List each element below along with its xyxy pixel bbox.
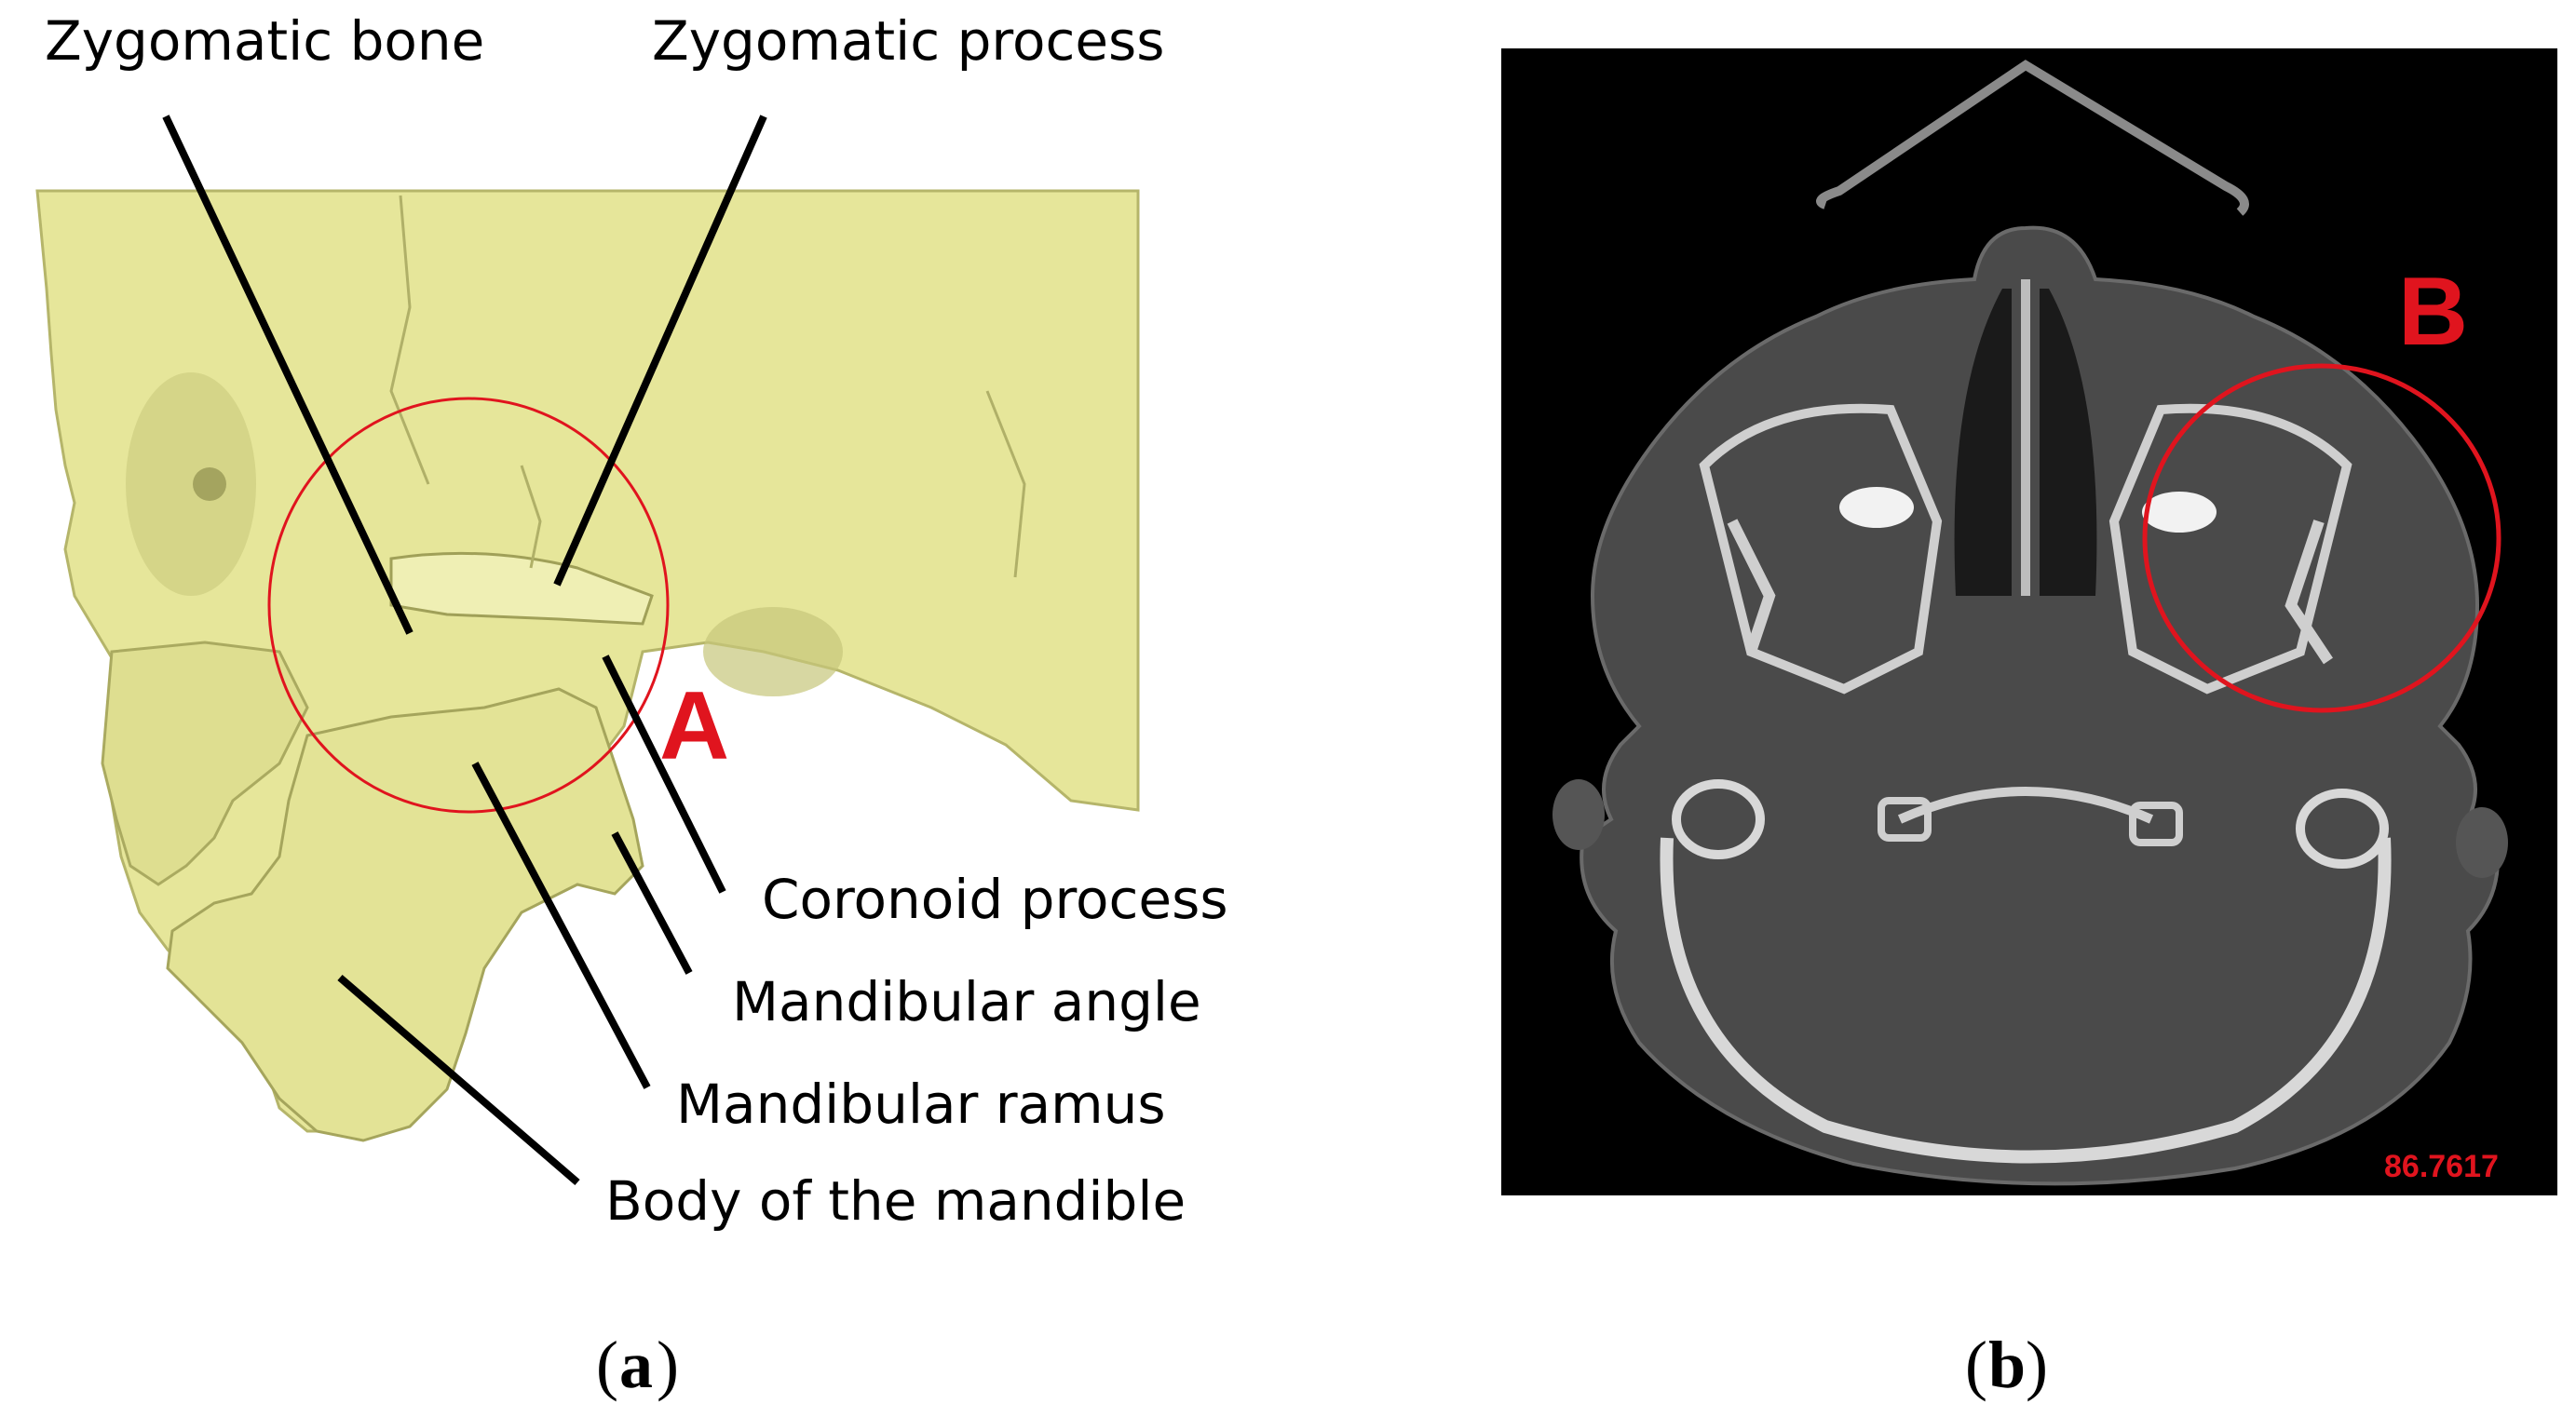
vertebra-right — [2129, 802, 2183, 846]
panel-a: A Zygomatic bone Zygomatic process Coron… — [35, 9, 1228, 1233]
region-b-circle — [2142, 363, 2501, 713]
occipital-bone — [1660, 837, 2392, 1164]
left-maxilla-bone — [1699, 403, 1943, 695]
temporal-bone-detail — [703, 607, 843, 696]
ct-axial-slice — [1552, 60, 2508, 1186]
region-a-letter: A — [659, 672, 729, 780]
region-a-circle — [267, 397, 670, 814]
caption-a-close: ) — [657, 1328, 679, 1402]
caption-b-letter: b — [1988, 1328, 2026, 1402]
cranial-suture — [520, 465, 542, 569]
vertebra-left — [1878, 797, 1932, 842]
left-ear — [1552, 779, 1605, 850]
nasal-cavity-right — [2040, 289, 2097, 596]
head-support-wire — [1816, 60, 2249, 216]
right-condyle — [2142, 492, 2217, 533]
leader-line-zygomatic-bone — [162, 115, 414, 635]
brainstem-region — [1897, 787, 2154, 824]
label-body-of-mandible: Body of the mandible — [605, 1169, 1186, 1233]
head-soft-tissue — [1579, 225, 2500, 1186]
label-coronoid-process: Coronoid process — [762, 868, 1228, 931]
label-mandibular-ramus: Mandibular ramus — [676, 1073, 1166, 1136]
cranial-suture — [985, 390, 1026, 578]
orbit-shadow — [126, 372, 256, 596]
caption-b-close: ) — [2026, 1328, 2048, 1402]
leader-line-mandibular-angle — [611, 831, 693, 975]
leader-line-body-of-mandible — [337, 974, 580, 1186]
right-mastoid — [2296, 789, 2389, 869]
left-condyle — [1839, 487, 1914, 528]
left-zygoma — [1727, 519, 1776, 654]
cranial-suture — [389, 195, 430, 485]
caption-b-open: ( — [1965, 1328, 1987, 1402]
right-maxilla-bone — [2108, 403, 2352, 695]
caption-a-letter: a — [619, 1328, 653, 1402]
caption-a-open: ( — [596, 1328, 618, 1402]
zygomatic-arch — [389, 551, 654, 626]
leader-line-mandibular-ramus — [471, 762, 651, 1089]
right-zygoma — [2285, 520, 2333, 665]
leader-line-zygomatic-process — [553, 115, 767, 587]
label-zygomatic-process: Zygomatic process — [652, 9, 1164, 73]
maxilla-surface — [101, 641, 309, 886]
leader-line-coronoid-process — [602, 655, 726, 894]
left-mastoid — [1672, 779, 1765, 859]
label-mandibular-angle: Mandibular angle — [732, 970, 1201, 1033]
orbit-foramen — [193, 467, 226, 501]
panel-b: B 86.7617 — [1501, 48, 2557, 1195]
region-b-letter: B — [2398, 258, 2468, 366]
label-zygomatic-bone: Zygomatic bone — [45, 9, 484, 73]
right-ear — [2456, 807, 2508, 878]
mandible-surface — [166, 687, 644, 1142]
ct-scale-readout: 86.7617 — [2384, 1149, 2499, 1184]
nasal-cavity-left — [1954, 289, 2012, 596]
